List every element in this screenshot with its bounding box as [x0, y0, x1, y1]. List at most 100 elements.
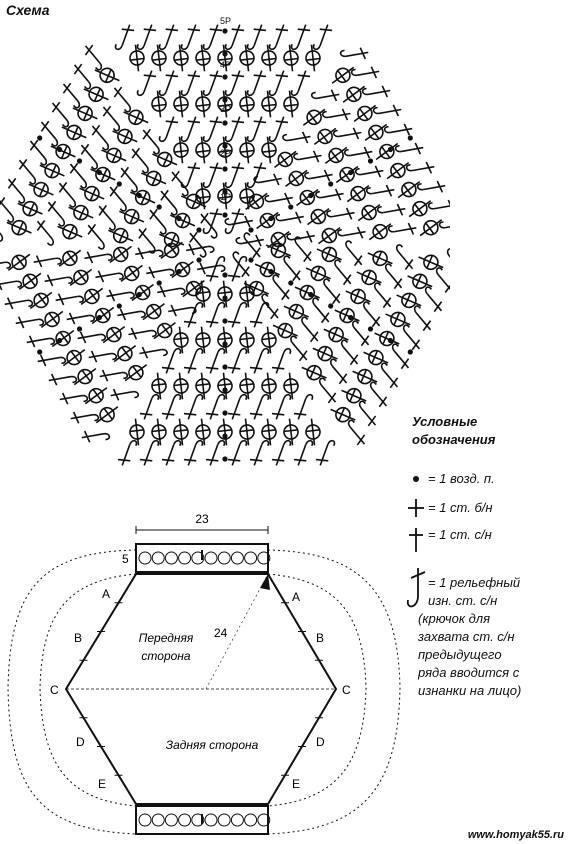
stitch-stem — [244, 372, 250, 400]
stitch-symbol-icon — [261, 136, 277, 164]
stitch-stem — [209, 116, 219, 138]
stitch-stem — [77, 333, 100, 340]
stitch-symbol-icon — [321, 108, 351, 121]
stitch-bar — [173, 429, 188, 433]
row-label: 4Р — [220, 60, 231, 70]
stitch-hook — [391, 343, 399, 352]
stitch-bar — [57, 293, 65, 306]
loop-circle — [368, 124, 384, 141]
loop-circle — [259, 261, 276, 278]
stitch-symbol-icon — [374, 330, 400, 347]
stitch-bar — [209, 28, 223, 32]
stitch-symbol-icon — [95, 270, 124, 283]
stitch-hook — [202, 43, 211, 51]
stitch-stem — [275, 116, 285, 138]
stitch-stem — [379, 108, 402, 115]
stitch-stem — [128, 329, 151, 336]
stitch-bar — [72, 126, 79, 139]
stitch-stem — [386, 270, 403, 289]
stitch-stem — [259, 177, 282, 184]
stitch-stem — [231, 444, 241, 466]
stitch-stem — [47, 201, 64, 220]
stitch-symbol-icon — [361, 85, 391, 98]
chain-dot — [367, 326, 374, 332]
stitch-bar — [323, 230, 334, 243]
stitch-symbol-icon — [323, 278, 341, 305]
stitch-bar — [250, 196, 261, 209]
stitch-stem — [231, 208, 241, 230]
stitch-stem — [363, 351, 389, 364]
stitch-hook — [224, 43, 233, 51]
stitch-stem — [266, 90, 272, 118]
stitch-bar — [130, 57, 145, 61]
loop-circle — [390, 162, 406, 179]
stitch-symbol-icon — [261, 372, 277, 400]
stitch-symbol-icon — [173, 136, 189, 164]
stitch-symbol-icon — [28, 181, 54, 198]
loop-circle — [346, 86, 362, 103]
stitch-symbol-icon — [268, 24, 289, 51]
stitch-bar — [378, 396, 388, 408]
stitch-stem — [200, 280, 206, 308]
stitch-stem — [200, 213, 216, 232]
stitch-symbol-icon — [301, 316, 319, 343]
stitch-symbol-icon — [345, 240, 363, 267]
stitch-stem — [17, 202, 43, 215]
chain-dot — [288, 280, 294, 286]
stitch-stem — [134, 44, 140, 72]
stitch-stem — [131, 283, 154, 302]
band-loop — [230, 551, 244, 565]
stitch-hook — [88, 314, 96, 323]
chain-dot — [222, 97, 228, 103]
stitch-stem — [360, 407, 377, 426]
stitch-stem — [90, 168, 116, 181]
stitch-bar — [67, 225, 75, 239]
stitch-stem — [0, 261, 5, 267]
stitch-stem — [44, 276, 67, 283]
stitch-stem — [142, 129, 158, 148]
stitch-bar — [389, 377, 399, 389]
stitch-bar — [189, 231, 198, 243]
stitch-bar — [40, 120, 50, 132]
stitch-bar — [227, 458, 241, 462]
stitch-symbol-icon — [128, 327, 157, 340]
stitch-bar — [331, 328, 339, 341]
stitch-bar — [171, 170, 180, 182]
stitch-symbol-icon — [261, 44, 277, 72]
stitch-symbol-icon — [205, 393, 226, 420]
stitch-hook — [312, 297, 320, 306]
stitch-hook — [68, 199, 77, 208]
stitch-hook — [129, 439, 138, 447]
loop-circle — [22, 200, 38, 217]
stitch-stem — [383, 207, 406, 214]
stitch-stem — [156, 418, 162, 446]
stitch-stem — [288, 372, 294, 400]
stitch-bar — [196, 103, 211, 107]
stitch-bar — [280, 324, 288, 337]
stitch-bar — [122, 130, 130, 143]
stitch-symbol-icon — [427, 199, 450, 212]
stitch-hook — [180, 43, 189, 51]
loop-circle — [239, 96, 255, 112]
stitch-bar — [291, 305, 299, 318]
chain-dot — [37, 135, 43, 141]
left-mark-c: C — [50, 683, 59, 697]
loop-circle — [88, 387, 104, 404]
stitch-symbol-icon — [232, 251, 250, 278]
stitch-symbol-icon — [293, 393, 314, 420]
stitch-stem — [245, 239, 261, 258]
stitch-stem — [323, 328, 349, 341]
stitch-bar — [183, 412, 197, 416]
stitch-bar — [183, 366, 197, 370]
stitch-bar — [330, 89, 338, 102]
stitch-stem — [361, 169, 384, 176]
stitch-bar — [59, 331, 69, 344]
loop-circle — [134, 284, 151, 301]
stitch-stem — [165, 444, 175, 466]
loop-circle — [195, 50, 211, 66]
stitch-hook — [339, 49, 347, 58]
stitch-hook — [119, 203, 127, 212]
stitch-stem — [407, 275, 433, 288]
stitch-stem — [187, 306, 197, 328]
stitch-hook — [103, 432, 111, 441]
